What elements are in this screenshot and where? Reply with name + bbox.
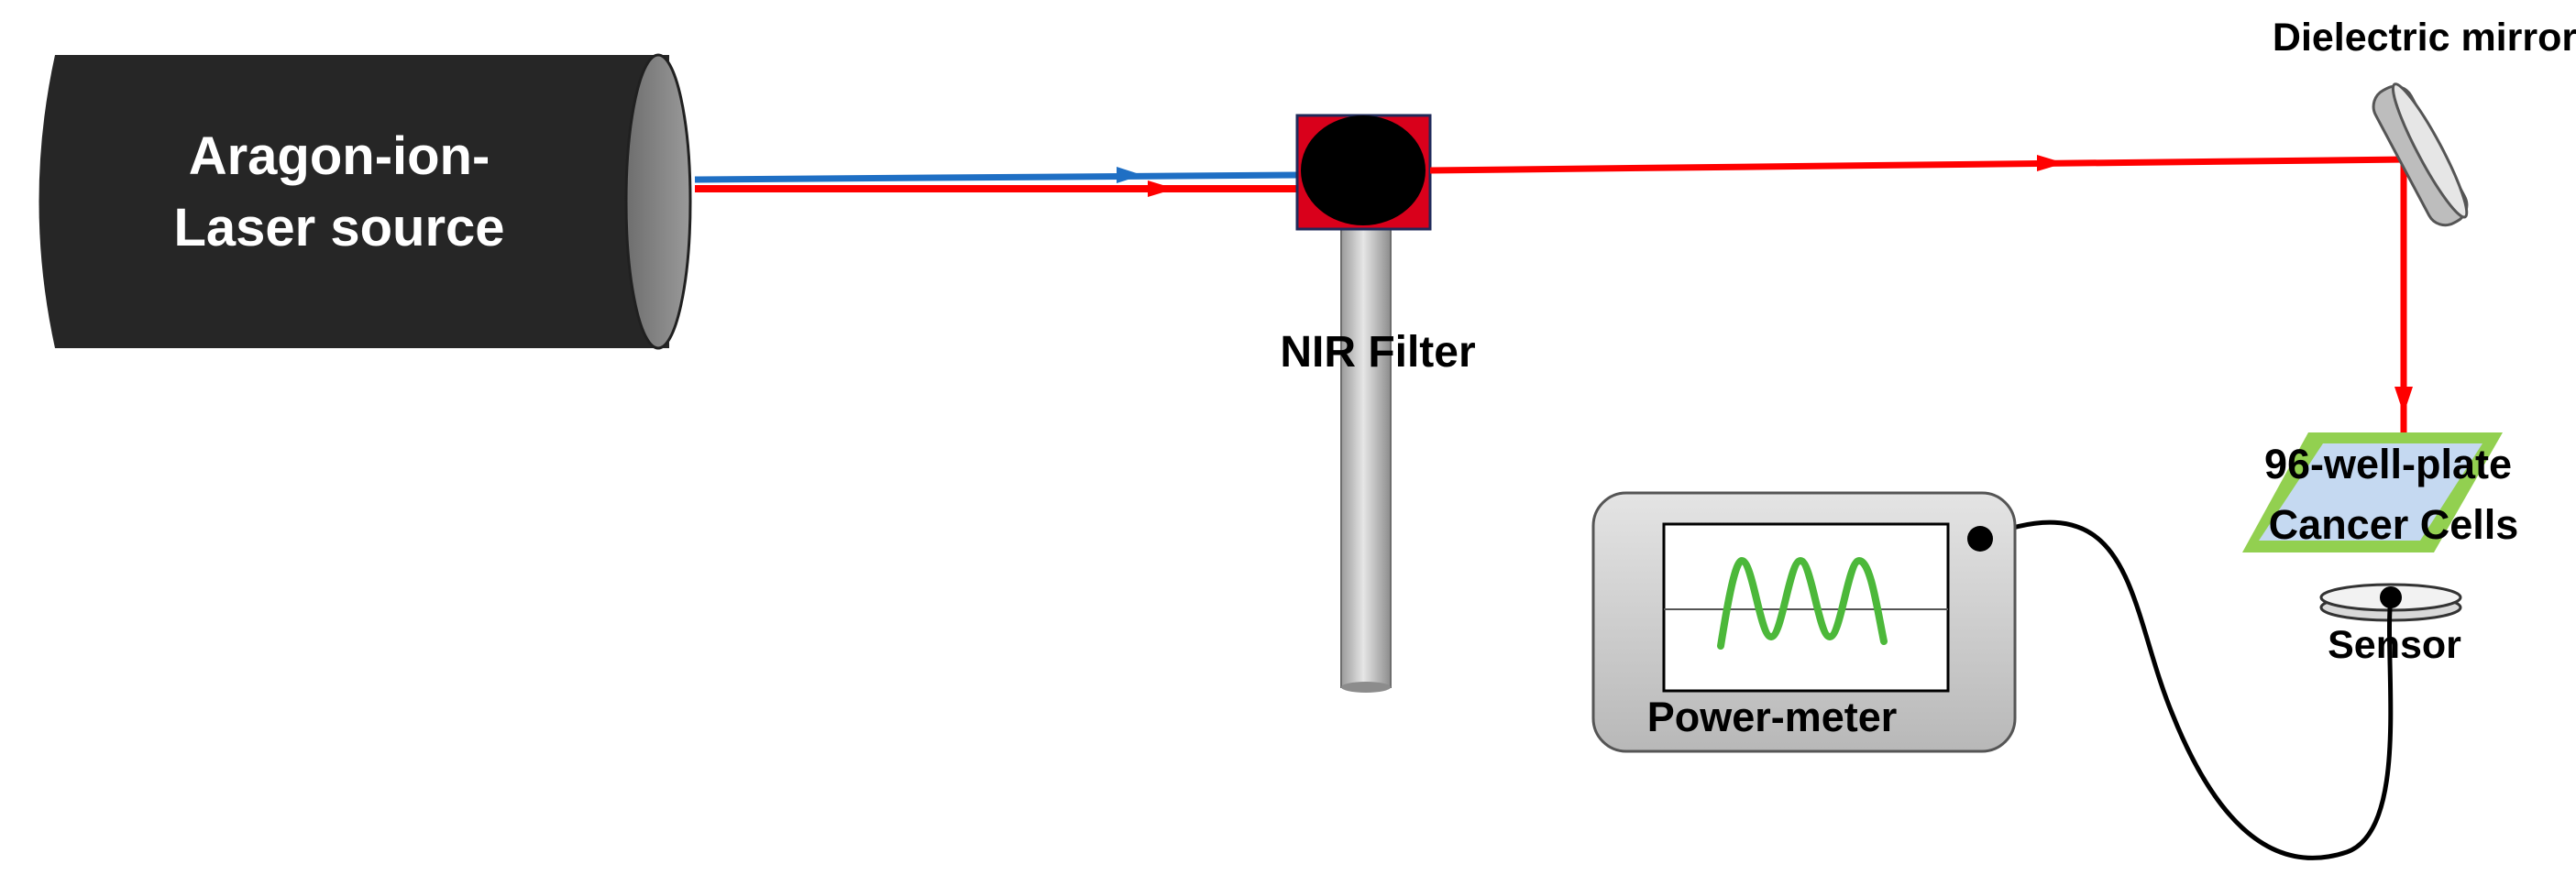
red-beam-to-mirror <box>1429 156 2407 174</box>
filter-post <box>1340 228 1392 688</box>
laser-label-line2: Laser source <box>173 198 504 257</box>
dielectric-mirror: Dielectric mirror <box>2273 16 2576 227</box>
red-beam-arrow-down <box>2394 387 2413 414</box>
signal-wave-icon <box>1717 556 1888 650</box>
plate-label-line1: 96-well-plate <box>2264 441 2512 487</box>
power-meter: Power-meter <box>1591 491 2017 753</box>
laser-aperture-face <box>624 53 692 350</box>
cable <box>1979 520 2394 860</box>
nir-filter-label: NIR Filter <box>1280 328 1475 377</box>
meter-port <box>1967 526 1993 552</box>
mirror-label: Dielectric mirror <box>2273 16 2576 60</box>
laser-label-line1: Aragon-ion- <box>189 126 490 186</box>
plate-inner <box>2259 443 2482 541</box>
input-beams <box>694 167 1301 197</box>
plate-label-line2: Cancer Cells <box>2269 501 2519 548</box>
red-beam-arrow-mirror <box>2037 155 2064 171</box>
meter-screen <box>1662 522 1950 693</box>
nir-filter: NIR Filter <box>1280 114 1476 377</box>
well-plate: 96-well-plate Cancer Cells <box>2242 432 2518 552</box>
sensor-label: Sensor <box>2328 623 2461 667</box>
laser-body <box>39 55 669 348</box>
laser-source: Aragon-ion- Laser source <box>39 53 692 350</box>
blue-beam-arrow <box>1117 167 1142 183</box>
blue-beam <box>694 171 1301 183</box>
filter-lens <box>1301 115 1426 225</box>
power-meter-label: Power-meter <box>1647 694 1898 740</box>
red-beam-arrow-input <box>1148 180 1175 197</box>
